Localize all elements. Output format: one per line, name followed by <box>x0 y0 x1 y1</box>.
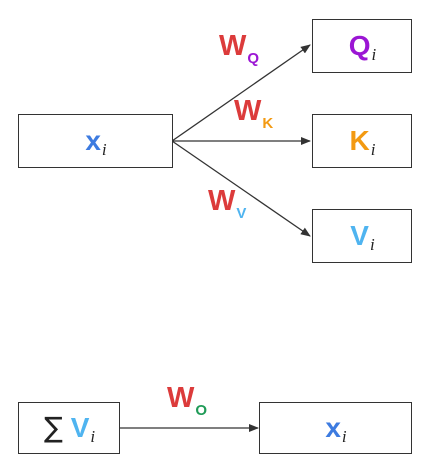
weight-q-label: WQ <box>219 30 259 67</box>
weight-k-label: WK <box>234 95 273 132</box>
arrow-to-value <box>171 140 311 237</box>
input-x-subscript: i <box>101 140 107 159</box>
sum-value-symbol: V <box>70 412 90 443</box>
arrow-to-query <box>171 44 311 142</box>
weight-k-letter: W <box>234 95 262 127</box>
weight-o-subscript: O <box>195 402 208 419</box>
weight-k-subscript: K <box>262 115 274 132</box>
key-symbol: K <box>349 125 370 156</box>
output-x-subscript: i <box>341 427 347 446</box>
weight-q-letter: W <box>219 30 247 62</box>
weight-q-subscript: Q <box>247 50 260 67</box>
weight-v-letter: W <box>208 185 236 217</box>
key-subscript: i <box>370 140 376 159</box>
sum-value-subscript: i <box>90 427 96 446</box>
weight-v-label: WV <box>208 185 246 222</box>
weight-o-letter: W <box>167 382 195 414</box>
weight-v-subscript: V <box>236 205 247 222</box>
sum-operator: ∑ <box>43 411 63 444</box>
input-x-symbol: x <box>85 125 101 156</box>
value-symbol: V <box>350 220 369 251</box>
query-subscript: i <box>371 45 377 64</box>
weight-o-label: WO <box>167 382 207 419</box>
value-subscript: i <box>369 235 375 254</box>
output-x-symbol: x <box>325 412 341 443</box>
query-symbol: Q <box>348 30 371 61</box>
